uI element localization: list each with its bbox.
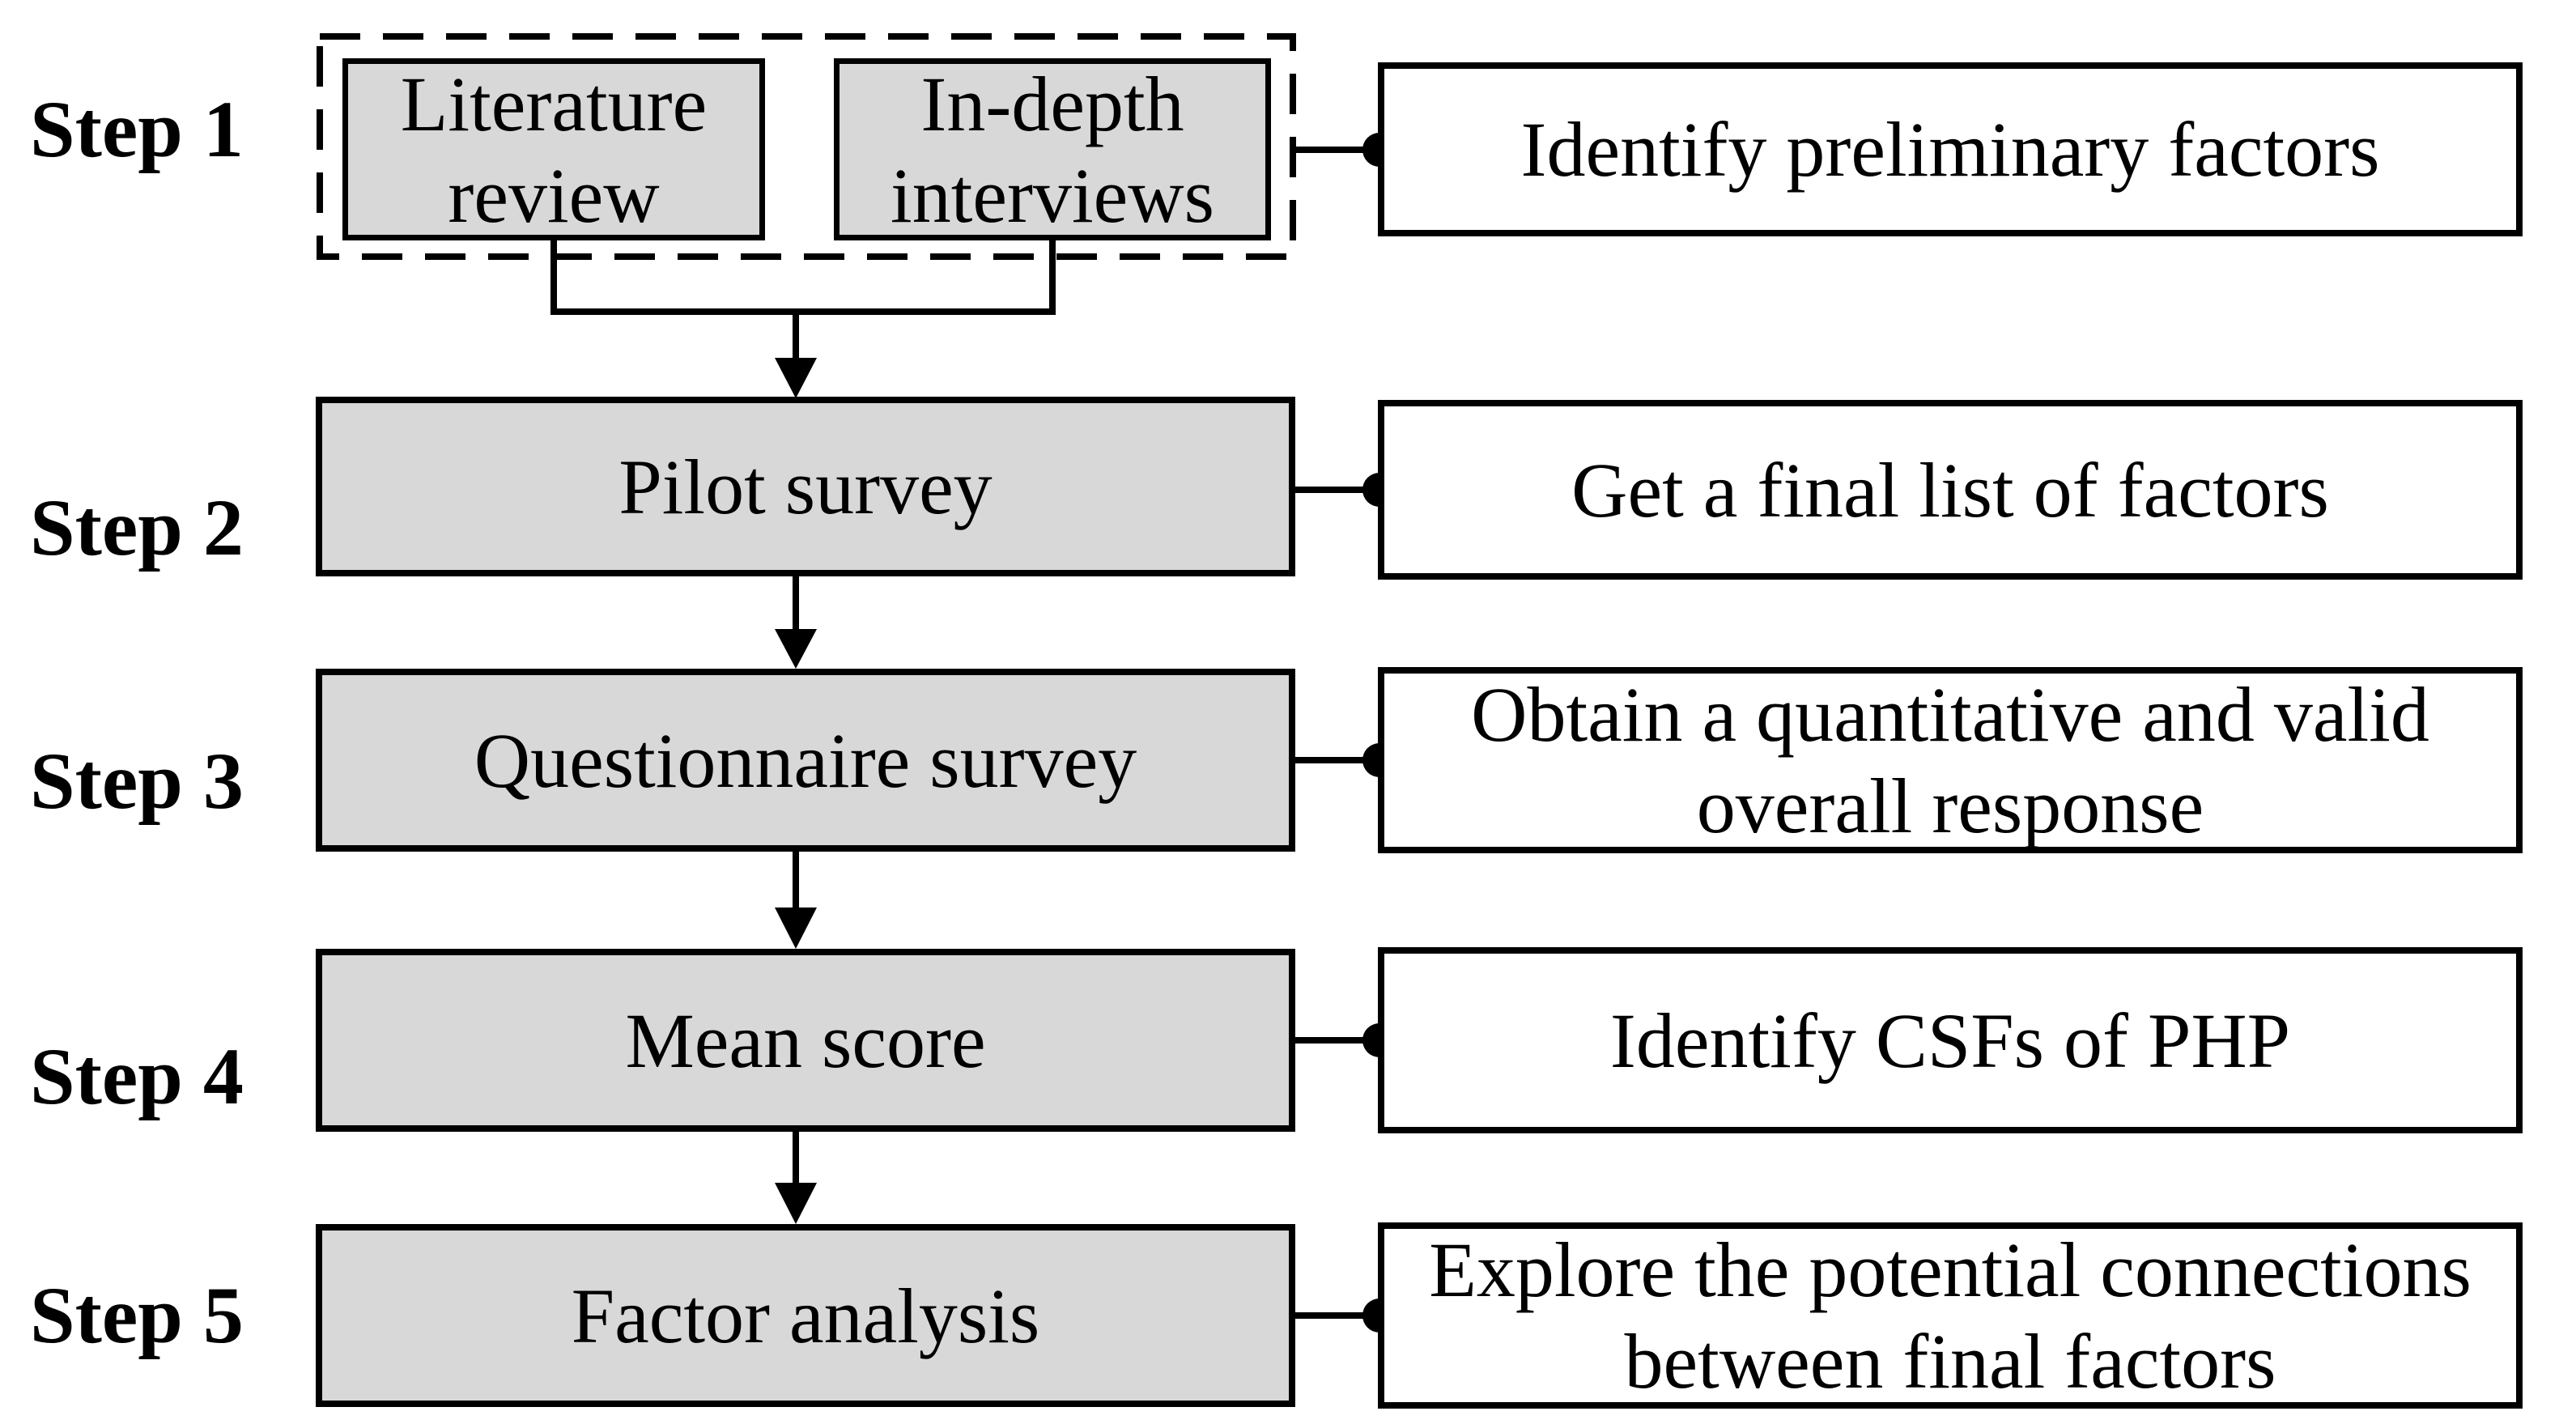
outcome-box-2: Get a final list of factors: [1378, 400, 2523, 580]
process-box-label: In-depth: [920, 60, 1184, 147]
outcome-box-label: overall response: [1696, 763, 2204, 849]
step-1-label: Step 1: [30, 84, 244, 174]
process-box-pilot-survey: Pilot survey: [316, 397, 1295, 576]
step-2-label: Step 2: [30, 482, 244, 572]
process-box-label: Literature: [400, 60, 708, 147]
arrow-questionnaire-to-meanscore: [775, 852, 817, 949]
process-box-label: Factor analysis: [571, 1272, 1040, 1359]
process-box-label: interviews: [891, 151, 1214, 239]
process-box-factor-analysis: Factor analysis: [316, 1224, 1295, 1407]
process-box-questionnaire-survey: Questionnaire survey: [316, 669, 1295, 852]
process-box-literature-review: Literature review: [342, 58, 765, 240]
arrow-down-icon: [775, 358, 817, 398]
process-box-label: Questionnaire survey: [474, 716, 1137, 804]
step-5-label: Step 5: [30, 1270, 244, 1360]
process-box-in-depth-interviews: In-depth interviews: [834, 58, 1271, 240]
step-3-label: Step 3: [30, 736, 244, 826]
outcome-box-label: Identify preliminary factors: [1520, 106, 2380, 193]
process-box-mean-score: Mean score: [316, 949, 1295, 1132]
outcome-box-label: between final factors: [1624, 1318, 2276, 1405]
arrow-pilot-to-questionnaire: [775, 576, 817, 669]
arrow-down-icon: [775, 1183, 817, 1224]
outcome-box-label: Identify CSFs of PHP: [1609, 997, 2291, 1084]
merge-connector: [550, 240, 1056, 398]
outcome-box-3: Obtain a quantitative and valid overall …: [1378, 667, 2523, 853]
arrow-meanscore-to-factoranalysis: [775, 1132, 817, 1224]
step-4-label: Step 4: [30, 1031, 244, 1121]
outcome-box-4: Identify CSFs of PHP: [1378, 947, 2523, 1133]
process-box-label: review: [448, 151, 660, 239]
outcome-box-label: Explore the potential connections: [1429, 1226, 2472, 1313]
arrow-down-icon: [775, 908, 817, 949]
outcome-box-label: Obtain a quantitative and valid: [1471, 671, 2429, 758]
arrow-down-icon: [775, 629, 817, 669]
process-box-label: Pilot survey: [618, 443, 993, 530]
process-box-label: Mean score: [625, 997, 986, 1084]
outcome-box-1: Identify preliminary factors: [1378, 62, 2523, 236]
outcome-box-label: Get a final list of factors: [1571, 446, 2329, 533]
outcome-box-5: Explore the potential connections betwee…: [1378, 1222, 2523, 1409]
